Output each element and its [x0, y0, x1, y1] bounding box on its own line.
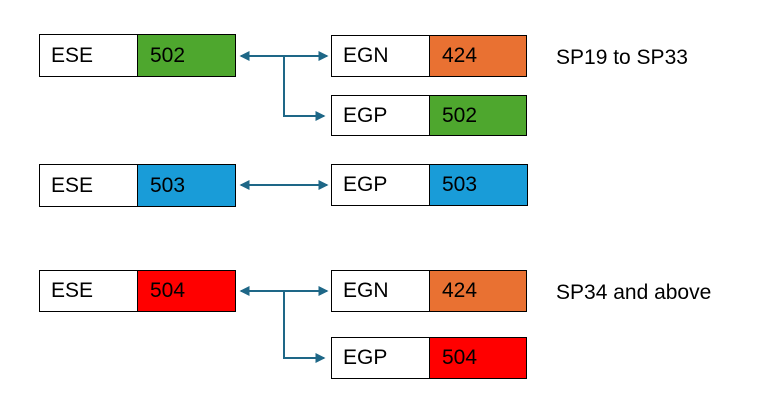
- node-label: EGP: [332, 165, 429, 205]
- node-value: 502: [429, 96, 526, 135]
- node-value: 424: [429, 36, 526, 76]
- annotation-sp19-to-sp33: SP19 to SP33: [556, 46, 688, 69]
- node-egp-503: EGP 503: [331, 164, 528, 206]
- node-egp-504: EGP 504: [331, 337, 527, 379]
- node-label: ESE: [40, 35, 137, 76]
- node-value: 503: [137, 165, 235, 206]
- node-label: EGN: [332, 271, 429, 311]
- node-egp-502: EGP 502: [331, 95, 527, 136]
- connector-ese504-egp504: [283, 292, 326, 363]
- node-label: EGP: [332, 96, 429, 135]
- connector-ese502-egp502: [283, 57, 326, 121]
- node-label: ESE: [40, 271, 137, 311]
- node-value: 502: [137, 35, 235, 76]
- node-egn-424-top: EGN 424: [331, 35, 527, 77]
- node-label: EGP: [332, 338, 429, 378]
- node-value: 424: [429, 271, 526, 311]
- node-value: 504: [137, 271, 235, 311]
- node-value: 503: [429, 165, 527, 205]
- node-egn-424-bottom: EGN 424: [331, 270, 527, 312]
- node-ese-503: ESE 503: [39, 164, 236, 207]
- node-ese-504: ESE 504: [39, 270, 236, 312]
- node-ese-502: ESE 502: [39, 34, 236, 77]
- node-value: 504: [429, 338, 526, 378]
- node-label: EGN: [332, 36, 429, 76]
- node-label: ESE: [40, 165, 137, 206]
- annotation-sp34-and-above: SP34 and above: [556, 281, 712, 304]
